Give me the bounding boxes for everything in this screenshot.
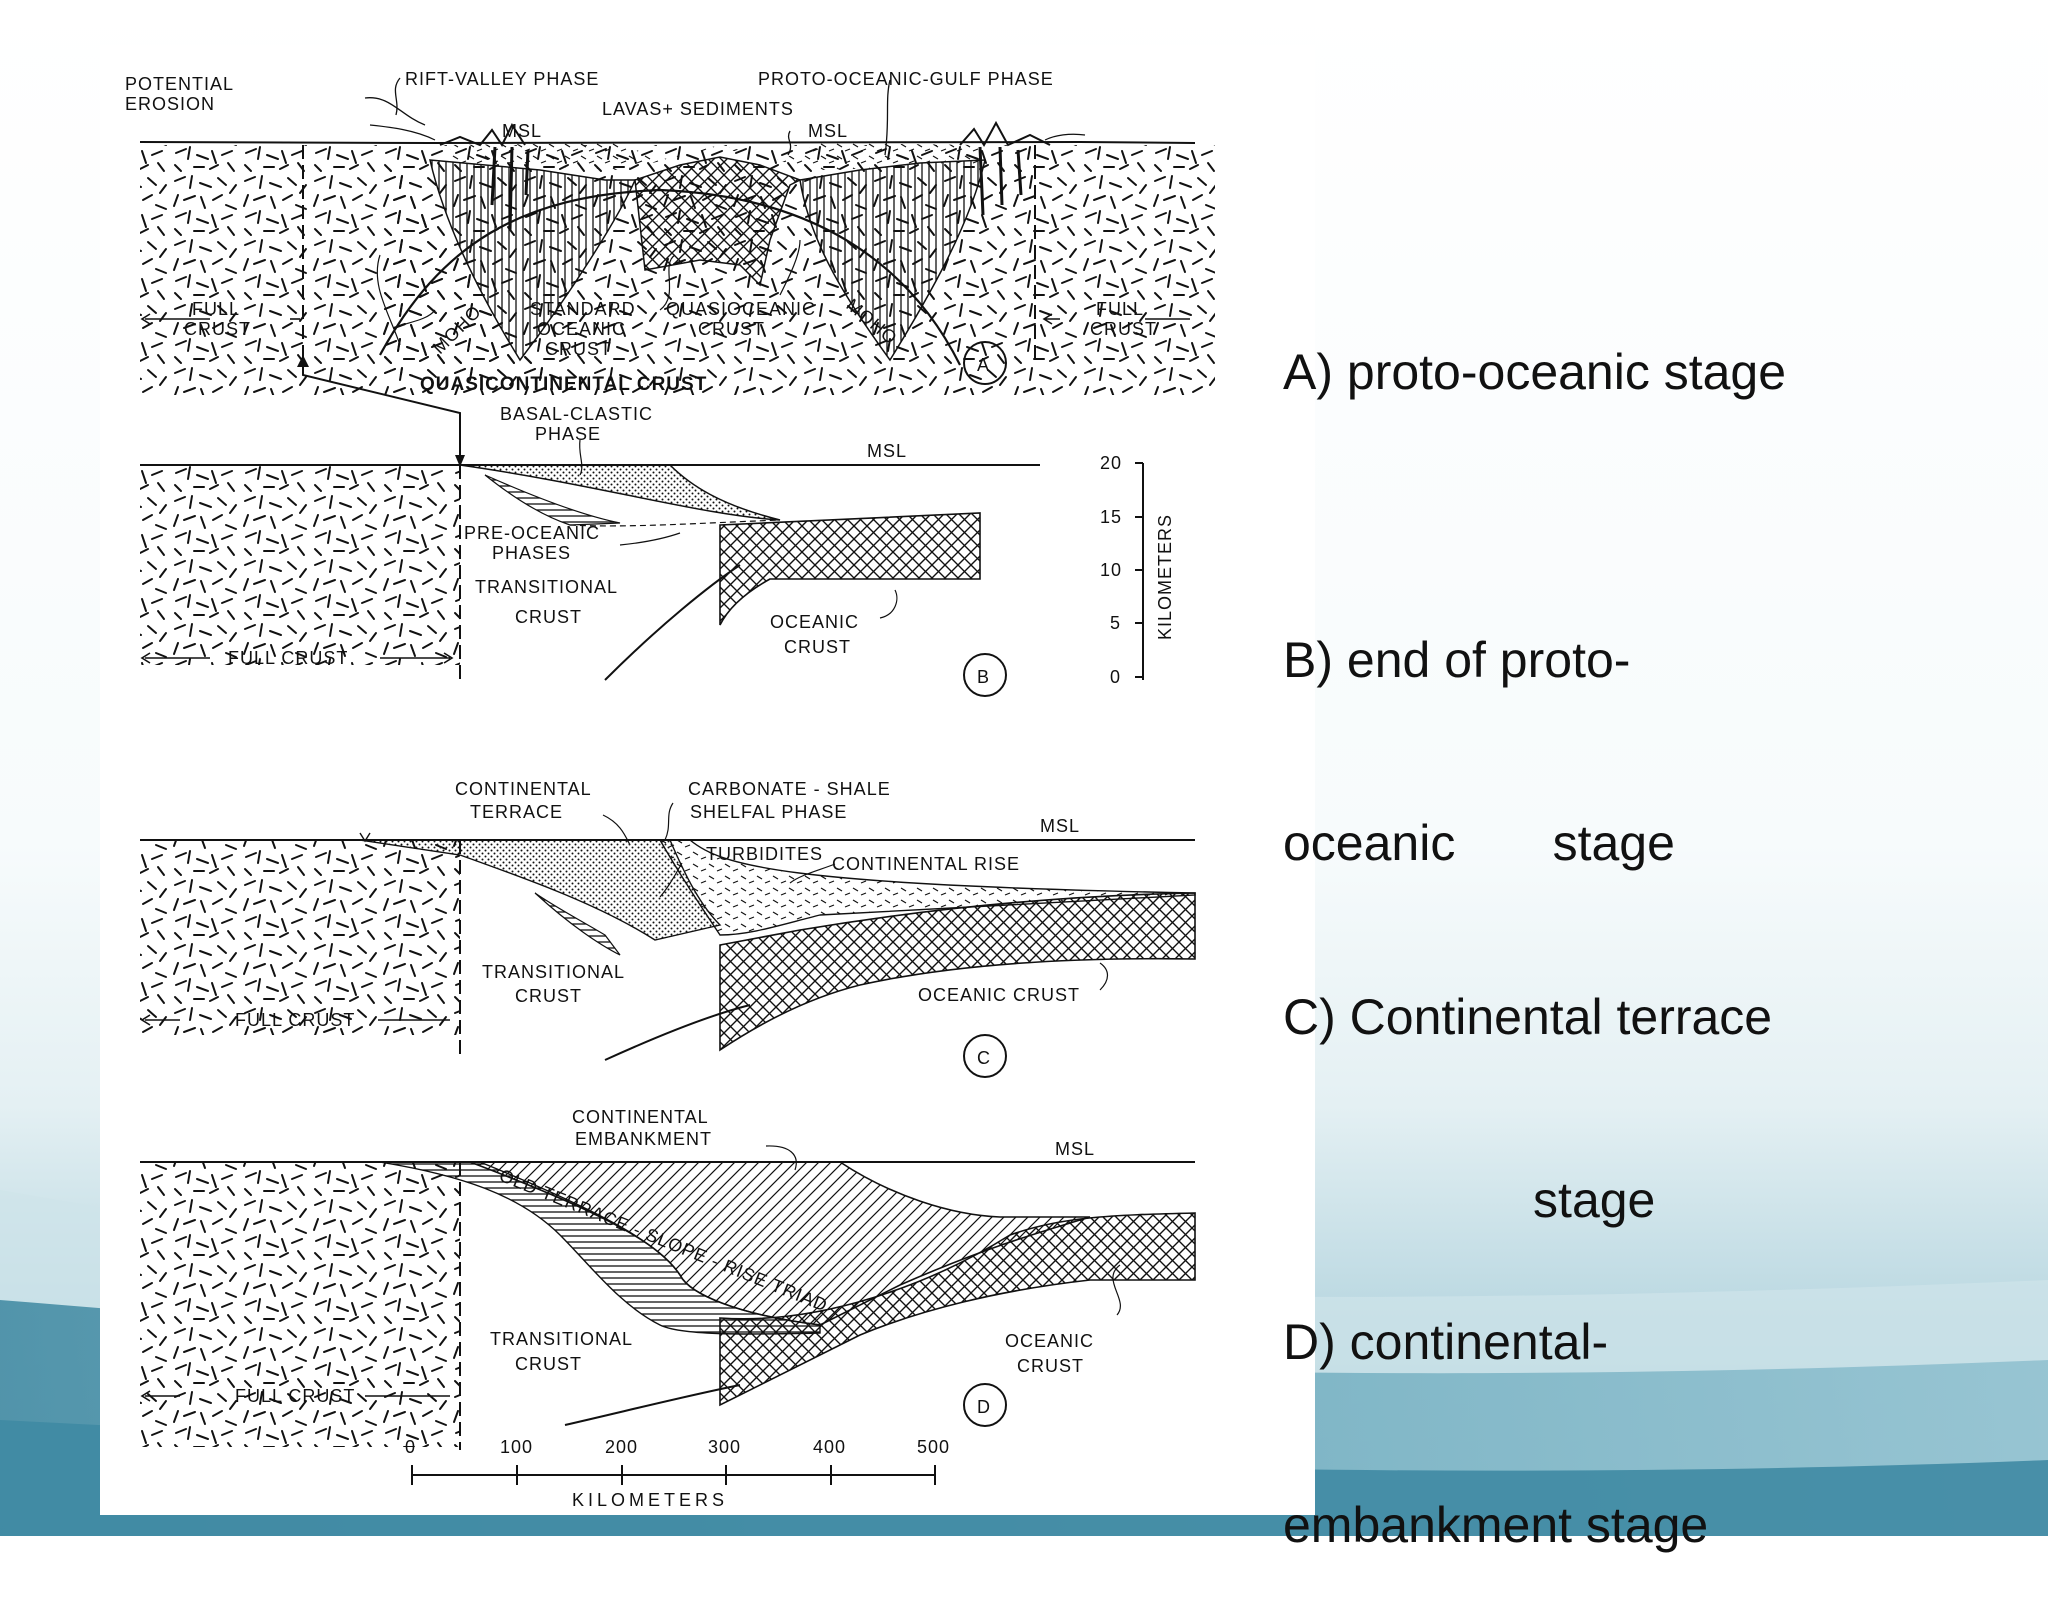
- vertical-scale-tick-5: 5: [1110, 613, 1121, 633]
- full-crust-a-left-label-1: FULL: [192, 299, 240, 319]
- panel-d-drawing: [140, 1145, 1196, 1485]
- potential-erosion-label-1: POTENTIAL: [125, 74, 234, 94]
- transitional-crust-c-label-1: TRANSITIONAL: [482, 962, 625, 982]
- full-crust-b-label: FULL CRUST: [228, 648, 348, 668]
- continental-terrace-label-2: TERRACE: [470, 802, 563, 822]
- vertical-scale-tick-10: 10: [1100, 560, 1122, 580]
- stage-label-a-line-1: A) proto-oceanic stage: [1283, 344, 1787, 400]
- basal-clastic-label-2: PHASE: [535, 424, 601, 444]
- standard-oceanic-crust-label-1: STANDARD: [530, 299, 636, 319]
- quasioceanic-crust-label-1: QUASIOCEANIC: [666, 299, 816, 319]
- standard-oceanic-crust-label-2: OCEANIC: [537, 319, 626, 339]
- pre-oceanic-phases-label-1: PRE-OCEANIC: [464, 523, 600, 543]
- proto-oceanic-gulf-phase-label: PROTO-OCEANIC-GULF PHASE: [758, 69, 1054, 89]
- stage-label-d-line-1: D) continental-: [1283, 1314, 1609, 1370]
- vertical-scale-tick-0: 0: [1110, 667, 1121, 687]
- panel-c-marker: C: [977, 1048, 991, 1068]
- oceanic-crust-b-label-2: CRUST: [784, 637, 851, 657]
- stage-label-c-line-2: stage: [1283, 1172, 1656, 1228]
- panel-a-drawing: [139, 77, 1215, 467]
- vertical-scale-unit-label: KILOMETERS: [1155, 514, 1175, 640]
- msl-b-label: MSL: [867, 441, 907, 461]
- horizontal-scale-unit-label: KILOMETERS: [572, 1490, 728, 1510]
- horizontal-scale-tick-100: 100: [500, 1437, 533, 1457]
- msl-d-label: MSL: [1055, 1139, 1095, 1159]
- full-crust-d-label: FULL CRUST: [235, 1386, 355, 1406]
- stage-label-b: B) end of proto- oceanic stage: [1283, 508, 1675, 935]
- stage-label-b-line-2: oceanic stage: [1283, 815, 1675, 871]
- stage-label-a: A) proto-oceanic stage: [1283, 220, 1786, 464]
- full-crust-a-right-label-1: FULL: [1096, 299, 1144, 319]
- horizontal-scale-tick-0: 0: [405, 1437, 416, 1457]
- turbidites-label: TURBIDITES: [706, 844, 823, 864]
- standard-oceanic-crust-label-3: CRUST: [545, 339, 612, 359]
- carbonate-shale-label-1: CARBONATE - SHALE: [688, 779, 891, 799]
- pre-oceanic-phases-label-2: PHASES: [492, 543, 571, 563]
- transitional-crust-d-label-2: CRUST: [515, 1354, 582, 1374]
- carbonate-shale-label-2: SHELFAL PHASE: [690, 802, 847, 822]
- full-crust-a-right-label-2: CRUST: [1090, 319, 1157, 339]
- panel-c-drawing: [140, 802, 1196, 1078]
- lavas-sediments-label: LAVAS+ SEDIMENTS: [602, 99, 794, 119]
- continental-embankment-label-2: EMBANKMENT: [575, 1129, 712, 1149]
- panel-d-marker: D: [977, 1397, 991, 1417]
- msl-a-left-label: MSL: [502, 121, 542, 141]
- stage-label-d: D) continental- embankment stage: [1283, 1190, 1708, 1617]
- stage-label-c-line-1: C) Continental terrace: [1283, 989, 1773, 1045]
- transitional-crust-d-label-1: TRANSITIONAL: [490, 1329, 633, 1349]
- rift-valley-phase-label: RIFT-VALLEY PHASE: [405, 69, 599, 89]
- geologic-cross-section-figure: POTENTIAL EROSION RIFT-VALLEY PHASE PROT…: [125, 69, 1215, 1510]
- continental-rise-label: CONTINENTAL RISE: [832, 854, 1020, 874]
- quasioceanic-crust-label-2: CRUST: [698, 319, 765, 339]
- horizontal-scale-tick-500: 500: [917, 1437, 950, 1457]
- potential-erosion-label-2: EROSION: [125, 94, 215, 114]
- continental-embankment-label-1: CONTINENTAL: [572, 1107, 709, 1127]
- vertical-scale-tick-15: 15: [1100, 507, 1122, 527]
- transitional-crust-b-label-2: CRUST: [515, 607, 582, 627]
- oceanic-crust-d-label-1: OCEANIC: [1005, 1331, 1094, 1351]
- horizontal-scale-tick-300: 300: [708, 1437, 741, 1457]
- stage-label-d-line-2: embankment stage: [1283, 1497, 1709, 1553]
- msl-a-right-label: MSL: [808, 121, 848, 141]
- horizontal-scale-tick-200: 200: [605, 1437, 638, 1457]
- horizontal-scale-tick-400: 400: [813, 1437, 846, 1457]
- panel-b-drawing: [140, 439, 1144, 697]
- full-crust-c-label: FULL CRUST: [235, 1010, 355, 1030]
- panel-a-marker: A: [977, 355, 990, 375]
- stage-label-b-line-1: B) end of proto-: [1283, 632, 1631, 688]
- vertical-scale-tick-20: 20: [1100, 453, 1122, 473]
- full-crust-a-left-label-2: CRUST: [184, 319, 251, 339]
- oceanic-crust-c-label: OCEANIC CRUST: [918, 985, 1080, 1005]
- continental-terrace-label-1: CONTINENTAL: [455, 779, 592, 799]
- quasicontinental-crust-label: QUASICONTINENTAL CRUST: [420, 374, 707, 395]
- transitional-crust-c-label-2: CRUST: [515, 986, 582, 1006]
- transitional-crust-b-label-1: TRANSITIONAL: [475, 577, 618, 597]
- oceanic-crust-b-label-1: OCEANIC: [770, 612, 859, 632]
- basal-clastic-label-1: BASAL-CLASTIC: [500, 404, 653, 424]
- stage-label-c: C) Continental terrace stage: [1283, 865, 1772, 1292]
- oceanic-crust-d-label-2: CRUST: [1017, 1356, 1084, 1376]
- panel-b-marker: B: [977, 667, 990, 687]
- msl-c-label: MSL: [1040, 816, 1080, 836]
